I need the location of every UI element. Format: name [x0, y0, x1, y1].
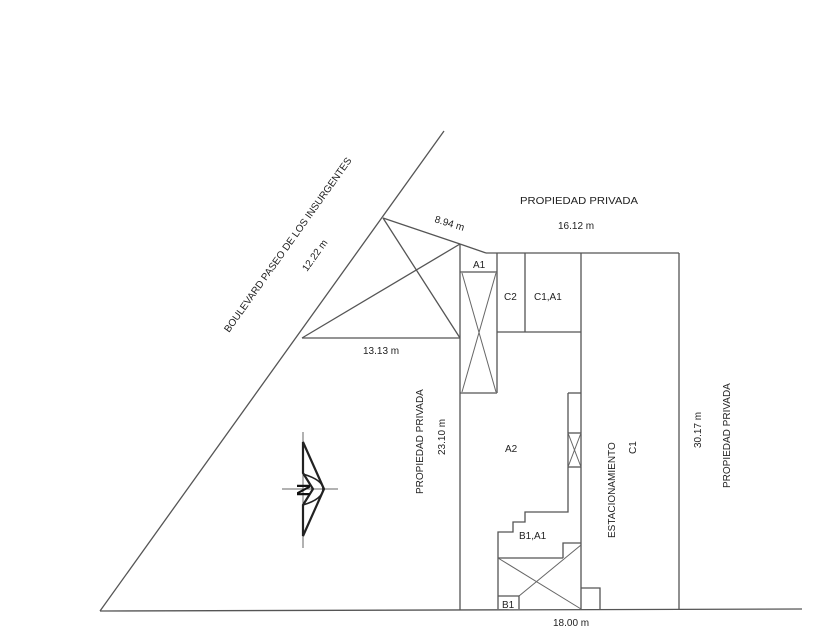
boulevard-line	[99, 130, 445, 612]
dim-top: 16.12 m	[558, 221, 594, 232]
zone-b1: B1	[502, 600, 515, 611]
triangle-void	[301, 217, 487, 339]
stair-steps	[497, 496, 569, 609]
zone-c1: C1	[628, 441, 639, 454]
zone-c1-a1: C1,A1	[534, 292, 562, 303]
bottom-boundary	[99, 608, 803, 612]
zone-a2: A2	[505, 444, 518, 455]
street-length: 12.22 m	[300, 238, 330, 274]
zone-a1-top: A1	[473, 260, 486, 271]
dim-left-inner: 23.10 m	[437, 419, 448, 455]
building-outline	[459, 244, 680, 610]
dim-right: 30.17 m	[693, 412, 704, 448]
zone-b1-a1: B1,A1	[519, 531, 547, 542]
dim-diagonal-top: 8.94 m	[433, 214, 465, 233]
stair-void-bottom	[497, 542, 582, 610]
stair-void-top	[460, 253, 498, 394]
zone-c2: C2	[504, 292, 517, 303]
dim-bottom: 18.00 m	[553, 618, 589, 629]
dim-triangle-base: 13.13 m	[363, 346, 399, 357]
street-name: BOULEVARD PASEO DE LOS INSURGENTES	[222, 156, 354, 335]
north-arrow-icon: N	[282, 432, 338, 548]
neighbor-top: PROPIEDAD PRIVADA	[520, 196, 638, 207]
upper-rooms	[497, 253, 581, 333]
neighbor-right: PROPIEDAD PRIVADA	[722, 383, 733, 488]
zone-estacionamiento: ESTACIONAMIENTO	[607, 442, 618, 538]
side-shaft	[567, 392, 582, 496]
neighbor-left: PROPIEDAD PRIVADA	[415, 389, 426, 494]
north-letter: N	[293, 484, 313, 497]
small-box	[581, 587, 601, 609]
diagonal-edge	[382, 217, 461, 245]
